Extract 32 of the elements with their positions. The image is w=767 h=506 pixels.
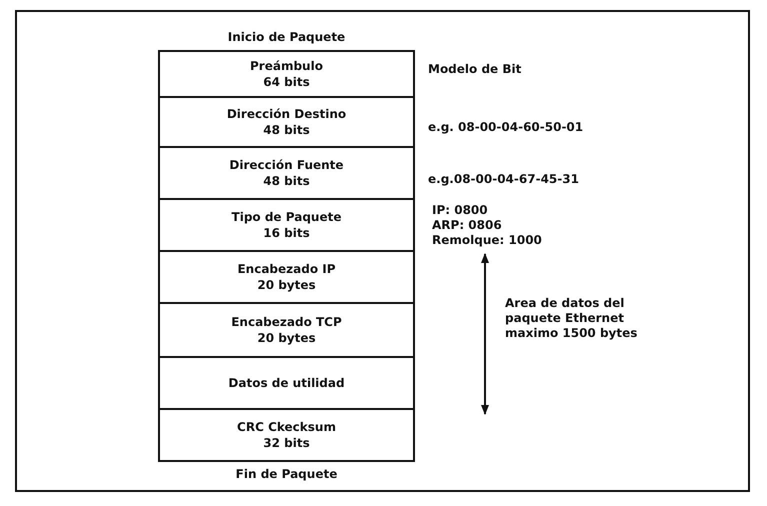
data-area-note: Area de datos del paquete Ethernet maximo 1500 bytes: [505, 296, 638, 341]
field-name: Dirección Fuente: [229, 157, 344, 173]
field-size: 64 bits: [263, 74, 310, 90]
field-box: [158, 302, 415, 358]
field-box: [158, 356, 415, 410]
field-name: Preámbulo: [250, 58, 323, 74]
field-name: Encabezado IP: [237, 261, 336, 277]
field-name: Tipo de Paquete: [232, 209, 342, 225]
field-box: [158, 250, 415, 304]
field-note: ARP: 0806: [432, 218, 502, 233]
field-size: 20 bytes: [257, 277, 316, 293]
field-note: e.g. 08-00-04-60-50-01: [428, 120, 584, 135]
start-label: Inicio de Paquete: [226, 30, 346, 45]
field-size: 48 bits: [263, 173, 310, 189]
field-size: 16 bits: [263, 225, 310, 241]
field-size: 32 bits: [263, 435, 310, 451]
field-size: 48 bits: [263, 122, 310, 138]
field-note: e.g.08-00-04-67-45-31: [428, 172, 579, 187]
field-name: Datos de utilidad: [228, 375, 345, 391]
field-note: Modelo de Bit: [428, 62, 522, 77]
field-name: Encabezado TCP: [231, 314, 342, 330]
field-note: Remolque: 1000: [432, 233, 542, 248]
end-label: Fin de Paquete: [234, 467, 338, 482]
field-box: [158, 50, 415, 98]
field-note: IP: 0800: [432, 203, 488, 218]
field-box: [158, 408, 415, 462]
field-box: [158, 198, 415, 252]
field-size: 20 bytes: [257, 330, 316, 346]
field-name: CRC Ckecksum: [237, 419, 336, 435]
field-box: [158, 146, 415, 200]
field-box: [158, 96, 415, 148]
field-name: Dirección Destino: [226, 106, 346, 122]
